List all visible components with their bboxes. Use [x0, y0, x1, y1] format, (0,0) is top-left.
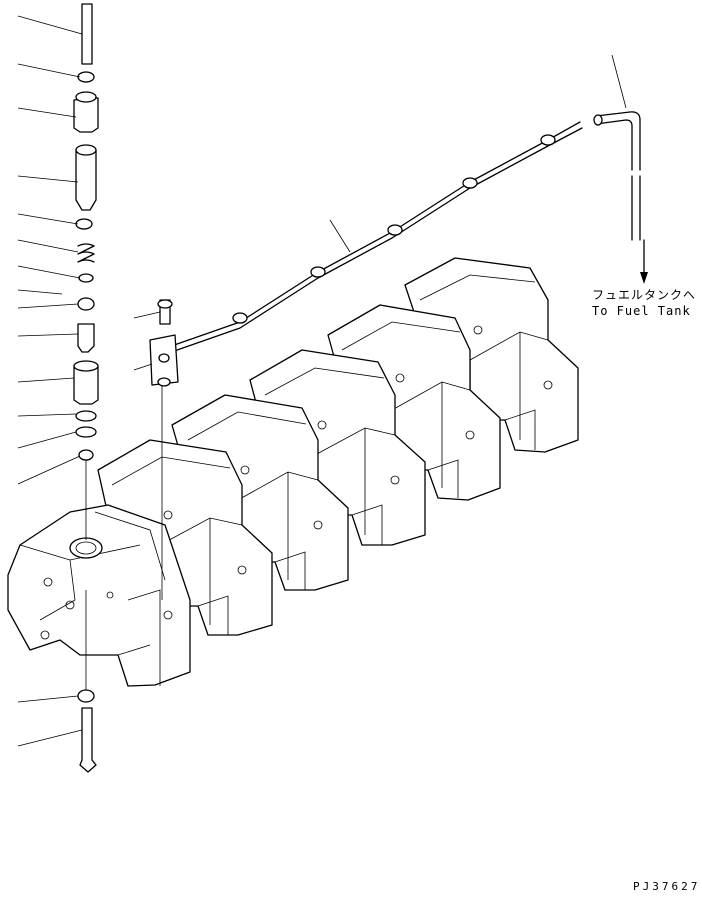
injector-washer — [77, 71, 95, 83]
pipe-banjo-2 — [310, 266, 326, 278]
fuel-tank-label-en: To Fuel Tank — [592, 304, 691, 318]
pipe-banjo-5 — [540, 134, 556, 146]
injector-bore — [69, 537, 103, 559]
fuel-return-pipe — [159, 121, 583, 357]
pipe-banjo-1 — [232, 312, 248, 324]
tank-return-hose — [593, 111, 648, 284]
pipe-bracket-assembly — [149, 299, 179, 600]
pipe-banjo-4 — [462, 177, 478, 189]
injector-spring — [77, 243, 95, 263]
injector-body — [75, 149, 97, 211]
spring-seat — [78, 273, 94, 283]
pipe-banjo-3 — [387, 224, 403, 236]
o-ring-upper — [75, 410, 97, 422]
spacer-ring — [77, 297, 95, 311]
fuel-tank-label-jp: フュエルタンクへ — [592, 288, 697, 302]
injector-gasket — [78, 449, 94, 461]
arrow-down-icon — [640, 272, 648, 284]
o-ring-lower — [75, 426, 97, 438]
injector-stack — [73, 3, 99, 773]
injector-stud-bolt — [81, 3, 93, 65]
cylinder-head-block — [7, 257, 579, 687]
nozzle-needle — [77, 323, 95, 353]
injector-clamp — [73, 97, 99, 133]
nozzle-retaining-nut — [73, 365, 99, 405]
drawing-code: PJ37627 — [633, 880, 701, 893]
leader-lines — [17, 15, 627, 747]
bracket-washer — [157, 377, 171, 387]
adjusting-shim — [75, 218, 93, 230]
glow-plug-gasket — [77, 689, 95, 703]
glow-plug — [79, 707, 97, 773]
cylinder-head-1 — [7, 504, 191, 687]
